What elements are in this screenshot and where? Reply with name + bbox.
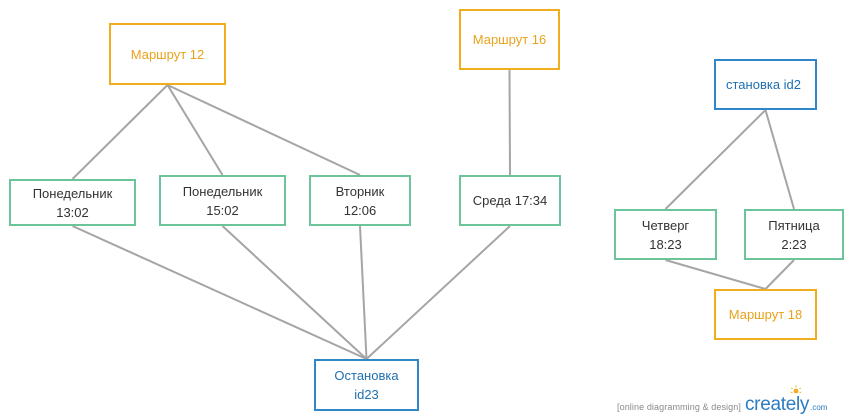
connector-route12-tue1206 [167, 84, 361, 176]
creately-logo[interactable]: creately [744, 385, 810, 416]
connector-fri0223-route18 [764, 259, 795, 290]
connector-route16-wed1734 [508, 69, 511, 176]
watermark-tagline: [online diagramming & design] [617, 402, 741, 412]
connector-route12-mon1502 [166, 84, 224, 176]
connector-route12-mon1302 [71, 84, 169, 180]
connector-wed1734-stopid23 [365, 225, 511, 360]
creately-wordmark: creately [744, 394, 810, 415]
node-monday-1302[interactable]: Понедельник 13:02 [9, 179, 136, 226]
node-stop-id23[interactable]: Остановка id23 [314, 359, 419, 411]
connector-mon1502-stopid23 [221, 225, 368, 360]
connector-tue1206-stopid23 [359, 225, 368, 360]
node-monday-1502[interactable]: Понедельник 15:02 [159, 175, 286, 226]
node-route-18[interactable]: Маршрут 18 [714, 289, 817, 340]
node-route-16[interactable]: Маршрут 16 [459, 9, 560, 70]
connector-stopid2-fri0223 [764, 109, 795, 210]
lightbulb-icon [790, 385, 802, 394]
node-stop-id2[interactable]: становка id2 [714, 59, 817, 110]
node-friday-0223[interactable]: Пятница 2:23 [744, 209, 844, 260]
node-route-12[interactable]: Маршрут 12 [109, 23, 226, 85]
connector-thu1823-route18 [665, 259, 766, 290]
node-tuesday-1206[interactable]: Вторник 12:06 [309, 175, 411, 226]
connector-mon1302-stopid23 [72, 225, 367, 360]
watermark-footer[interactable]: [online diagramming & design] creately .… [617, 385, 853, 416]
node-thursday-1823[interactable]: Четверг 18:23 [614, 209, 717, 260]
creately-domain-suffix: .com [810, 403, 828, 412]
node-wednesday-1734[interactable]: Среда 17:34 [459, 175, 561, 226]
connector-stopid2-thu1823 [664, 109, 767, 210]
